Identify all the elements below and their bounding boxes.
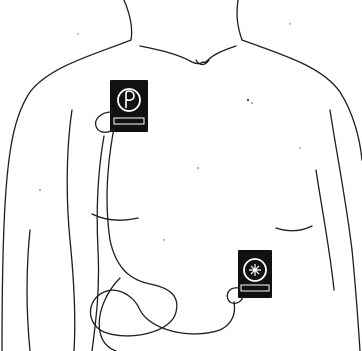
right-shoulder-outline — [242, 40, 362, 160]
cable-loop-outer — [99, 278, 120, 351]
right-torso-outline — [330, 110, 360, 351]
left-arm-contour — [27, 230, 30, 351]
clavicles — [140, 46, 236, 65]
right-pectoral-contour — [316, 170, 334, 290]
lower-electrode-pad — [227, 250, 272, 303]
chest-contours — [92, 214, 312, 231]
trunk-cable — [92, 136, 104, 351]
neck-left-line — [124, 0, 132, 40]
upper-electrode-pad — [96, 80, 148, 132]
scan-specks — [39, 23, 300, 240]
left-pectoral-crease — [92, 214, 138, 220]
lead-wires — [91, 128, 235, 351]
right-pectoral-crease — [276, 226, 312, 231]
neck-right-line — [237, 0, 242, 40]
right-clavicle — [203, 46, 236, 62]
left-clavicle — [140, 46, 203, 64]
left-inner-arm-line — [67, 110, 75, 351]
upper-lead-wire — [91, 128, 235, 336]
